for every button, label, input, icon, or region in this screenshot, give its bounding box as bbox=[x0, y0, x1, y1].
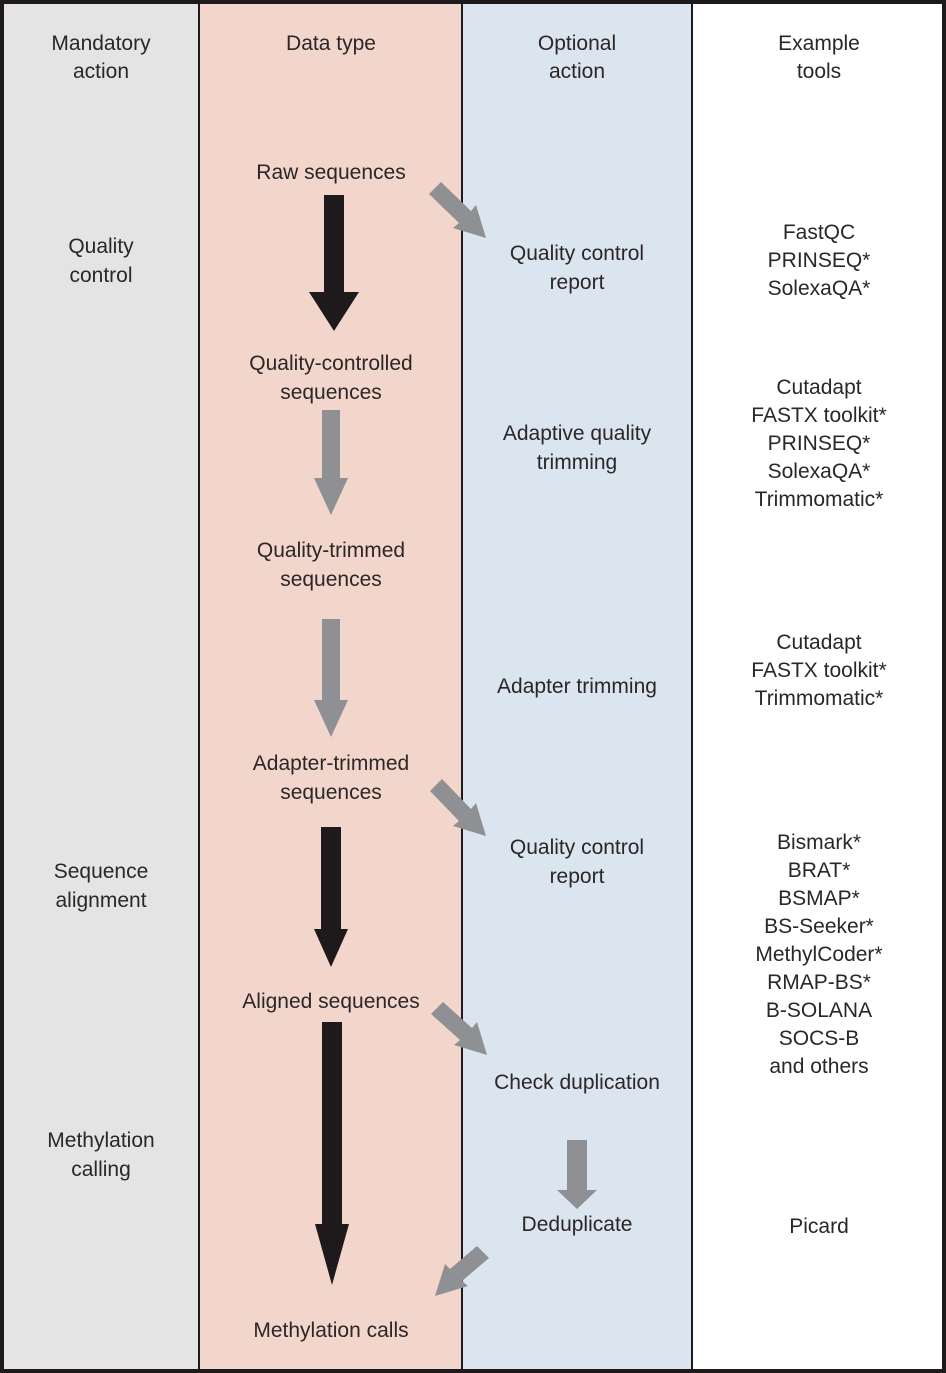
mandatory-action-quality-control: Quality control bbox=[68, 235, 134, 287]
column-example-tools bbox=[691, 4, 942, 1369]
optional-action-check-duplication: Check duplication bbox=[494, 1071, 660, 1094]
tool-group-sequence-alignment: Bismark* BRAT* BSMAP* BS-Seeker* MethylC… bbox=[755, 831, 883, 1078]
header-data-type: Data type bbox=[286, 32, 376, 55]
tool-group-adapter-trimming: Cutadapt FASTX toolkit* Trimmomatic* bbox=[751, 631, 887, 710]
data-type-quality-trimmed-sequences: Quality-trimmed sequences bbox=[256, 539, 406, 591]
header-optional-action: Optional action bbox=[537, 32, 617, 83]
optional-action-deduplicate: Deduplicate bbox=[521, 1213, 633, 1236]
header-example-tools: Example tools bbox=[778, 32, 860, 83]
column-mandatory-action bbox=[4, 4, 198, 1369]
column-data-type bbox=[198, 4, 461, 1369]
tool-group-quality-control: FastQC PRINSEQ* SolexaQA* bbox=[767, 221, 871, 300]
data-type-methylation-calls: Methylation calls bbox=[253, 1319, 409, 1342]
tool-group-adaptive-quality-trimming: Cutadapt FASTX toolkit* PRINSEQ* SolexaQ… bbox=[751, 376, 887, 511]
mandatory-action-sequence-alignment: Sequence alignment bbox=[53, 860, 149, 912]
data-type-aligned-sequences: Aligned sequences bbox=[242, 990, 420, 1013]
optional-action-adaptive-quality-trimming: Adaptive quality trimming bbox=[502, 422, 652, 474]
optional-action-quality-control-report-1: Quality control report bbox=[509, 242, 645, 294]
data-type-adapter-trimmed-sequences: Adapter-trimmed sequences bbox=[252, 752, 410, 804]
data-type-quality-controlled-sequences: Quality-controlled sequences bbox=[249, 352, 413, 404]
optional-action-quality-control-report-2: Quality control report bbox=[509, 836, 645, 888]
tool-group-deduplicate: Picard bbox=[789, 1215, 849, 1238]
header-mandatory-action: Mandatory action bbox=[51, 32, 151, 83]
mandatory-action-methylation-calling: Methylation calling bbox=[47, 1129, 155, 1181]
data-type-raw-sequences: Raw sequences bbox=[256, 161, 406, 184]
optional-action-adapter-trimming: Adapter trimming bbox=[497, 675, 657, 698]
